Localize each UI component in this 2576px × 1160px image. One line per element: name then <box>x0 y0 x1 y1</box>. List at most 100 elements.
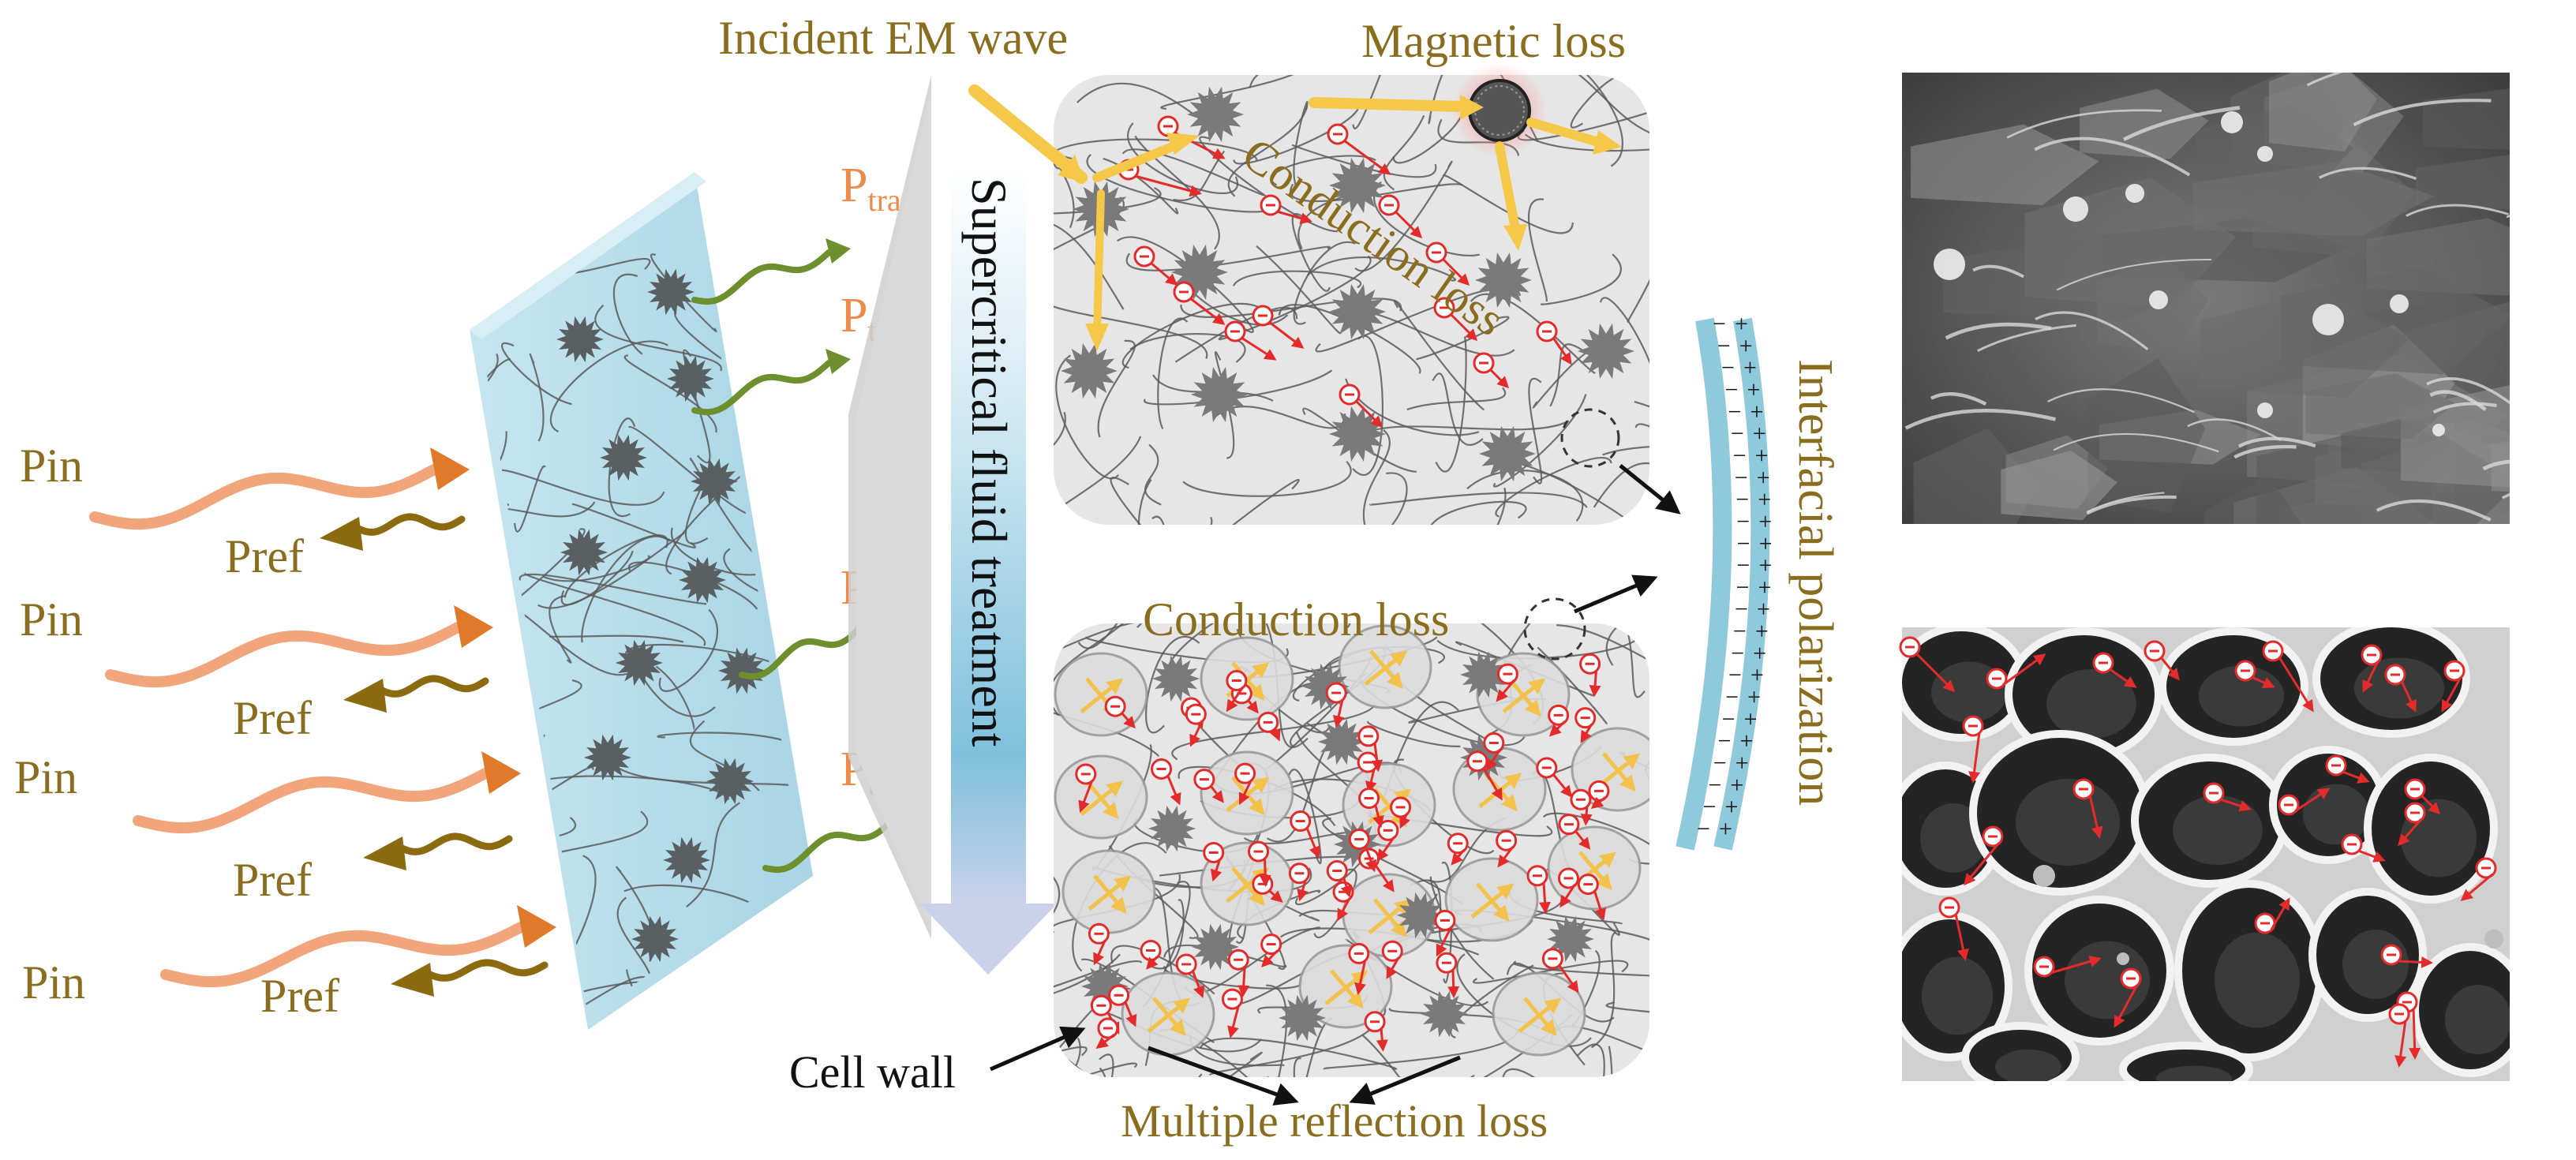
sem-image-bottom <box>1899 627 2510 1081</box>
electron-icon <box>1496 663 1518 685</box>
svg-text:+: + <box>1750 399 1764 425</box>
electron-icon <box>2404 778 2426 800</box>
pin-label-2: Pin <box>20 593 83 645</box>
electron-icon <box>1483 732 1505 754</box>
magnetic-particle-icon <box>647 268 695 316</box>
electron-icon <box>2380 944 2402 966</box>
electron-icon <box>1290 810 1312 833</box>
ptra-label-1: Ptra <box>841 159 901 218</box>
top-panel: Conduction loss <box>968 63 1649 525</box>
electron-icon <box>1185 703 1207 725</box>
pin-label-3: Pin <box>14 751 77 803</box>
svg-text:+: + <box>1747 377 1761 403</box>
electron-icon <box>1577 874 1599 896</box>
electron-icon <box>2262 640 2284 662</box>
electron-icon <box>1097 1017 1119 1039</box>
electron-icon <box>1234 762 1256 784</box>
electron-icon <box>2278 794 2300 816</box>
svg-text:−: − <box>1731 421 1744 447</box>
magnetic-particle-icon <box>1061 342 1118 399</box>
magnetic-particle-icon <box>600 434 647 481</box>
pref-label-4: Pref <box>260 970 339 1022</box>
cell-wall <box>1492 971 1586 1057</box>
svg-text:+: + <box>1757 465 1770 491</box>
electron-icon <box>1526 865 1548 887</box>
magnetic-particle-icon <box>1460 651 1507 698</box>
electron-icon <box>1574 707 1597 729</box>
electron-icon <box>1434 909 1456 931</box>
electron-icon <box>1326 860 1348 882</box>
electron-icon <box>1447 833 1469 855</box>
sem-image-top <box>1902 73 2510 524</box>
magnetic-particle-icon <box>706 758 754 805</box>
electron-icon <box>1075 763 1097 785</box>
svg-text:−: − <box>1728 662 1742 688</box>
magnetic-particle-icon <box>1397 892 1444 939</box>
electron-icon <box>2092 652 2114 674</box>
svg-text:−: − <box>1728 399 1742 425</box>
magnetic-particle-icon <box>631 915 679 963</box>
magnetic-particle-icon <box>1475 252 1532 309</box>
svg-text:−: − <box>1703 794 1717 820</box>
electron-icon <box>1425 241 1447 264</box>
svg-text:−: − <box>1735 487 1749 513</box>
svg-text:−: − <box>1737 530 1750 556</box>
magnetic-particle-icon <box>1279 994 1326 1042</box>
polarization-charges: −+−+−+−+−+−+−+−+−+−+−+−+−+−+−+−+−+−+−+−+… <box>1697 311 1773 842</box>
svg-text:+: + <box>1750 662 1764 688</box>
electron-icon <box>1938 896 1960 919</box>
svg-text:−: − <box>1713 750 1727 776</box>
bottom-magnetic-particles <box>1081 651 1594 1042</box>
svg-text:−: − <box>1735 465 1748 491</box>
electron-icon <box>2341 833 2363 855</box>
electron-icon <box>1579 653 1601 675</box>
magnetic-particle-icon <box>584 734 631 781</box>
electron-icon <box>1536 320 1558 342</box>
magnetic-particle-icon <box>1468 79 1531 142</box>
magnetic-particle-icon <box>1318 718 1365 765</box>
electron-icon <box>1364 1011 1386 1033</box>
svg-text:−: − <box>1713 311 1726 337</box>
svg-text:−: − <box>1735 597 1748 623</box>
magnetic-particle-icon <box>667 355 714 402</box>
electron-icon <box>1473 352 1495 374</box>
electron-icon <box>1558 814 1580 836</box>
electron-icon <box>2033 956 2055 978</box>
treatment-arrow: Supercritical fluid treatment <box>919 170 1058 975</box>
svg-text:+: + <box>1758 574 1772 601</box>
magnetic-loss-label: Magnetic loss <box>1361 15 1626 67</box>
cell-wall <box>1061 849 1156 934</box>
electron-icon <box>1982 825 2004 848</box>
electron-icon <box>1381 940 1403 962</box>
magnetic-particle-icon <box>1479 425 1536 482</box>
electron-icon <box>1899 636 1921 658</box>
svg-text:+: + <box>1743 355 1757 381</box>
magnetic-particle-icon <box>1191 366 1248 423</box>
bottom-panel: Conduction loss <box>1054 593 1649 1077</box>
electron-icon <box>1193 769 1215 791</box>
cell-wall <box>1200 841 1294 926</box>
magnetic-particle-icon <box>556 316 604 363</box>
em-wave-arrows <box>968 84 1622 351</box>
dashed-circle-icon-bottom <box>1523 597 1586 660</box>
electron-icon <box>1175 953 1197 975</box>
svg-text:+: + <box>1758 508 1772 534</box>
svg-text:−: − <box>1697 816 1710 842</box>
electron-icon <box>1108 984 1130 1006</box>
electron-icon <box>2404 802 2426 824</box>
svg-text:−: − <box>1733 619 1747 645</box>
svg-text:+: + <box>1757 597 1770 623</box>
svg-text:+: + <box>1755 443 1769 469</box>
svg-text:−: − <box>1736 552 1750 578</box>
interfacial-polarization: −+−+−+−+−+−+−+−+−+−+−+−+−+−+−+−+−+−+−+−+… <box>1574 311 1842 851</box>
electron-icon <box>2120 967 2142 990</box>
svg-text:−: − <box>1721 355 1735 381</box>
magnetic-particle-icon <box>616 639 663 687</box>
svg-text:+: + <box>1740 728 1754 754</box>
electron-icon <box>2254 912 2276 934</box>
electron-icon <box>1327 123 1349 145</box>
electron-icon <box>2384 664 2406 686</box>
electron-icon <box>1496 829 1518 851</box>
treatment-funnel <box>848 75 931 939</box>
